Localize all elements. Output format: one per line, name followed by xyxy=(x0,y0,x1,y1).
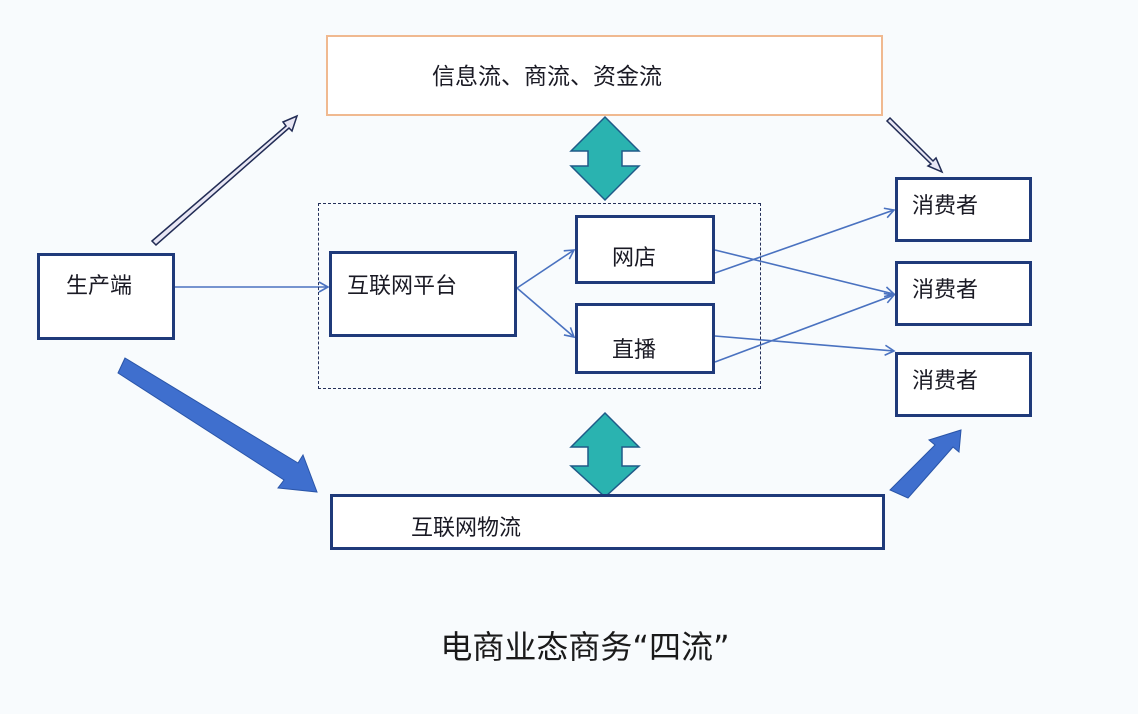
block-arrow-producer-to-logistics xyxy=(117,357,318,493)
logistics-label: 互联网物流 xyxy=(411,516,522,541)
double-arrow-info-to-platform xyxy=(569,115,641,202)
consumer-box: 消费者 xyxy=(895,261,1032,326)
diagram-caption: 电商业态商务“四流” xyxy=(0,622,1138,668)
connector-live-to-consumer-2 xyxy=(714,292,896,363)
consumer-label: 消费者 xyxy=(912,194,979,219)
double-arrow-logistics-to-platform xyxy=(569,411,641,499)
online-shop-box: 网店 xyxy=(575,215,715,284)
hollow-arrow-producer-to-info-flows xyxy=(150,114,299,247)
connector-shop-to-consumer-1 xyxy=(714,207,896,274)
connector-platform-to-shop xyxy=(516,249,576,289)
block-arrow-logistics-to-consumer xyxy=(889,429,962,499)
connector-live-to-consumer-3 xyxy=(714,335,896,356)
internet-platform-box: 互联网平台 xyxy=(329,251,517,337)
platform-label: 互联网平台 xyxy=(347,274,458,299)
consumer-label: 消费者 xyxy=(912,278,979,303)
hollow-arrow-info-flows-to-consumer xyxy=(885,116,944,174)
consumer-label: 消费者 xyxy=(912,369,979,394)
platform-group-dashed-border xyxy=(318,203,761,389)
producer-label: 生产端 xyxy=(66,274,133,299)
livestream-box: 直播 xyxy=(575,303,715,374)
info-flows-label: 信息流、商流、资金流 xyxy=(432,64,662,90)
connector-shop-to-consumer-2 xyxy=(714,249,896,298)
info-commerce-capital-flows-box: 信息流、商流、资金流 xyxy=(326,35,883,116)
live-label: 直播 xyxy=(612,338,657,363)
consumer-box: 消费者 xyxy=(895,352,1032,417)
connector-platform-to-live xyxy=(516,287,576,339)
producer-box: 生产端 xyxy=(37,253,175,340)
shop-label: 网店 xyxy=(612,246,657,271)
caption-text: 电商业态商务“四流” xyxy=(440,628,730,666)
internet-logistics-box: 互联网物流 xyxy=(330,494,885,550)
consumer-box: 消费者 xyxy=(895,177,1032,242)
